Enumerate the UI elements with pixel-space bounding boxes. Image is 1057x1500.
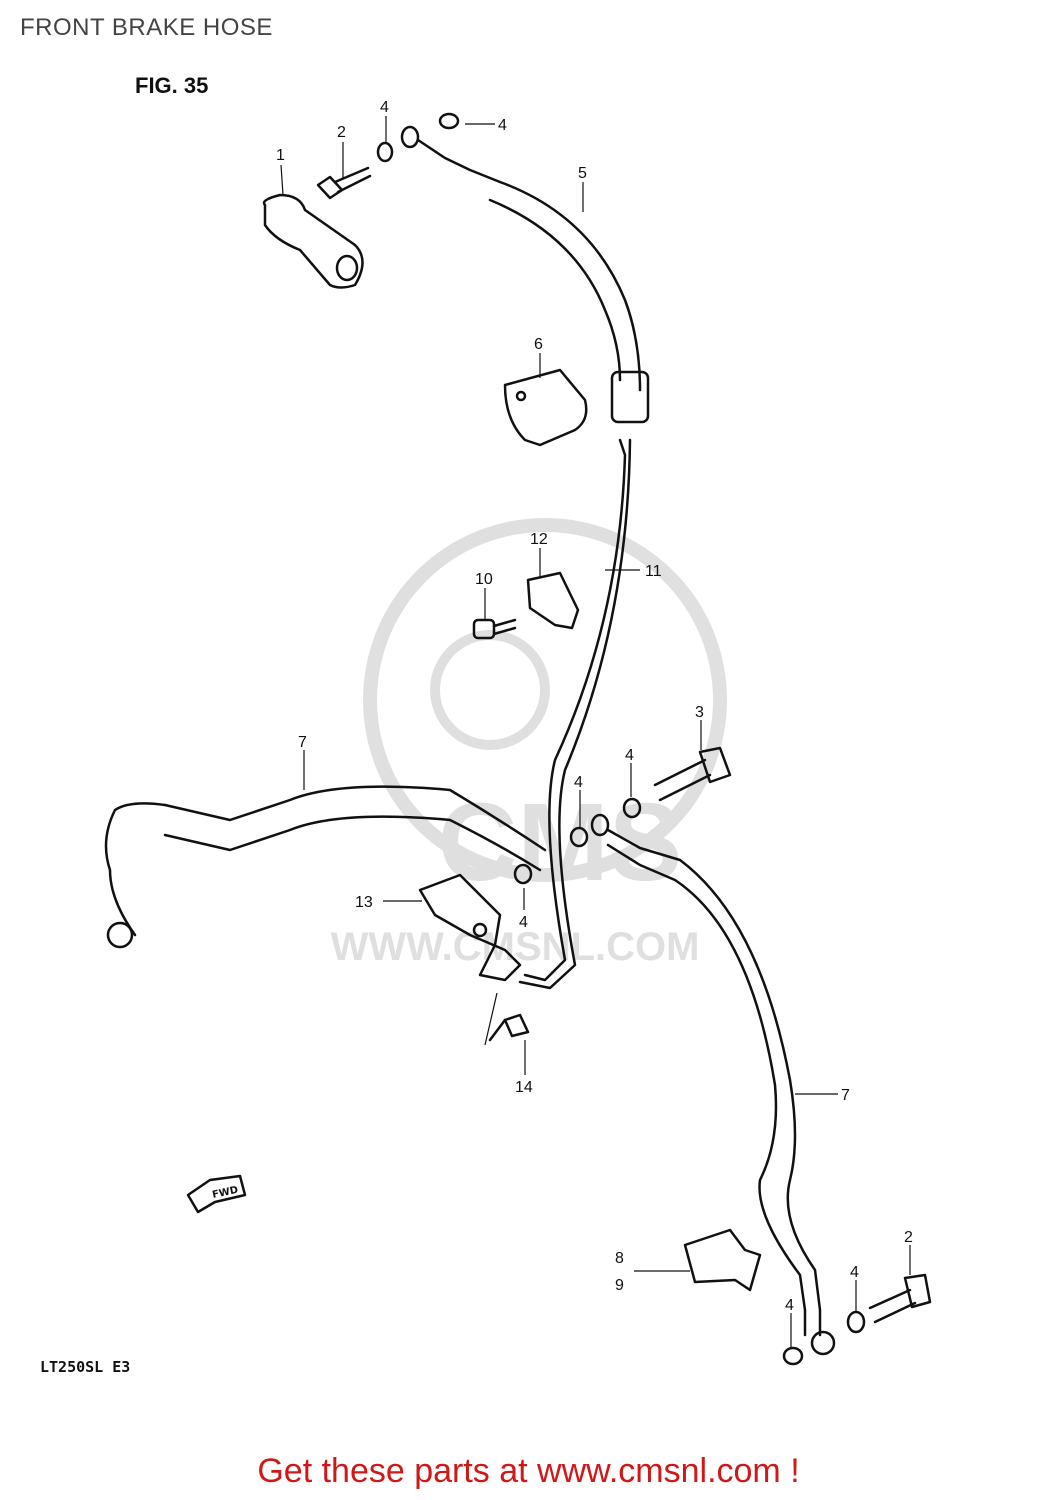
page-title: FRONT BRAKE HOSE — [20, 14, 273, 41]
watermark-text: WWW.CMSNL.COM — [331, 925, 700, 969]
callout-11: 11 — [645, 563, 662, 580]
callout-9: 9 — [615, 1277, 624, 1294]
figure-label: FIG. 35 — [135, 73, 208, 98]
part-7-hose-left — [104, 785, 547, 949]
washer-4a — [376, 141, 394, 163]
part-13-bracket — [418, 873, 522, 982]
washer-4d — [569, 826, 589, 848]
callout-5: 5 — [578, 165, 587, 182]
callout-4c: 4 — [625, 747, 634, 764]
callout-4a: 4 — [380, 99, 389, 116]
callout-12: 12 — [530, 531, 548, 548]
callout-4e: 4 — [519, 914, 528, 931]
callout-4g: 4 — [785, 1297, 794, 1314]
washer-4b — [438, 112, 460, 130]
part-5-hose — [400, 125, 650, 424]
part-11-pipe — [518, 438, 632, 990]
washer-4g — [782, 1346, 804, 1366]
callout-7b: 7 — [841, 1087, 850, 1104]
leader-lines — [280, 116, 911, 1347]
part-3-bolt — [653, 746, 732, 802]
fwd-arrow — [186, 1174, 247, 1214]
callout-2b: 2 — [904, 1229, 913, 1246]
callout-13: 13 — [355, 894, 373, 911]
promo-link[interactable]: Get these parts at www.cmsnl.com ! — [257, 1452, 800, 1490]
callout-6: 6 — [534, 336, 543, 353]
part-14-bolt — [488, 1013, 530, 1042]
part-6-clamp — [503, 368, 588, 447]
washer-4e — [513, 863, 533, 885]
fwd-label: FWD — [211, 1185, 239, 1201]
washer-4c — [622, 797, 642, 819]
callout-4f: 4 — [850, 1264, 859, 1281]
part-10-bolt — [472, 618, 517, 640]
part-2-bolt-top — [316, 166, 372, 200]
callout-10: 10 — [475, 571, 493, 588]
part-7-hose-right — [590, 813, 836, 1356]
part-1-cap — [262, 193, 364, 289]
model-code: LT250SL E3 — [40, 1358, 130, 1376]
callout-1: 1 — [276, 147, 285, 164]
part-8-9-bracket — [683, 1228, 762, 1292]
washer-4f — [846, 1310, 866, 1334]
callout-2a: 2 — [337, 124, 346, 141]
callout-3: 3 — [695, 704, 704, 721]
watermark: CMS WWW.CMSNL.COM — [331, 518, 727, 969]
callout-14: 14 — [515, 1079, 533, 1096]
callout-7a: 7 — [298, 734, 307, 751]
part-12-clip — [526, 571, 580, 630]
callout-8: 8 — [615, 1250, 624, 1267]
part-2-bolt-bottom — [868, 1273, 932, 1324]
callout-4d: 4 — [574, 774, 583, 791]
callout-4b: 4 — [498, 117, 507, 134]
